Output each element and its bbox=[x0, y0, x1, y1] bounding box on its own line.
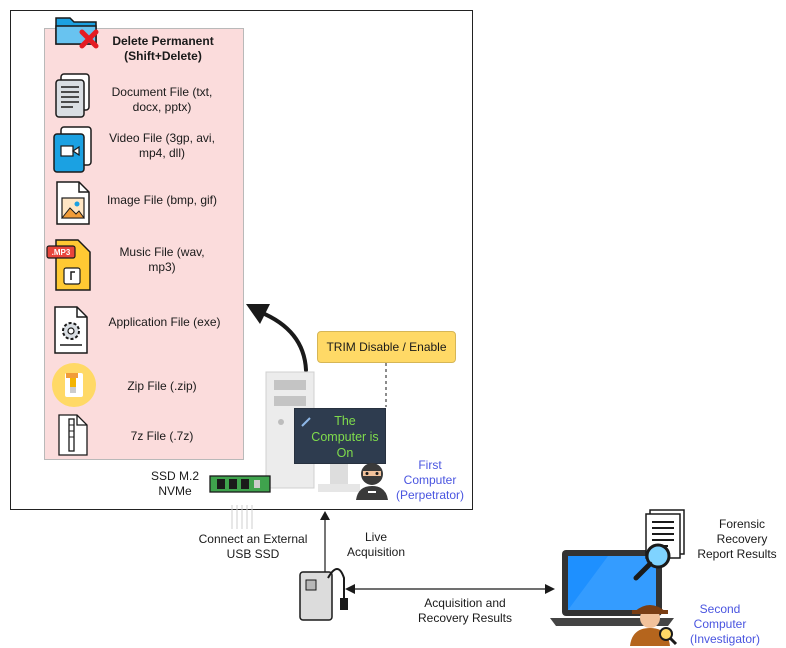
acq-label-1: Acquisition and bbox=[424, 596, 506, 610]
second-computer-label-2: Computer bbox=[693, 617, 747, 631]
7z-file-label-1: 7z File (.7z) bbox=[130, 429, 194, 443]
ssd-nvme-icon bbox=[209, 475, 271, 493]
application-file-label-1: Application File (exe) bbox=[108, 315, 221, 329]
trim-toggle-box[interactable]: TRIM Disable / Enable bbox=[317, 331, 456, 363]
laptop-icon bbox=[550, 550, 674, 626]
mp3-badge: .MP3 bbox=[52, 248, 71, 257]
live-label-2: Acquisition bbox=[346, 545, 406, 559]
live-label-1: Live bbox=[364, 530, 387, 544]
document-file-icon bbox=[55, 73, 90, 118]
video-file-label-1: Video File (3gp, avi, bbox=[109, 131, 215, 145]
investigator-icon bbox=[630, 605, 678, 646]
bidirectional-arrow bbox=[345, 584, 555, 594]
second-computer-label-1: Second bbox=[699, 602, 741, 616]
video-file-icon bbox=[53, 126, 92, 173]
trim-connector-line bbox=[385, 363, 387, 407]
curved-arrow-icon bbox=[246, 304, 308, 372]
music-file-icon: .MP3 bbox=[46, 239, 91, 291]
second-computer-label-3: (Investigator) bbox=[689, 632, 761, 646]
application-file-icon bbox=[54, 306, 88, 354]
music-file-label-2: mp3) bbox=[148, 260, 176, 274]
video-file-label-2: mp4, dll) bbox=[138, 146, 185, 160]
usb-label-1: Connect an External bbox=[198, 532, 308, 546]
report-label-3: Report Results bbox=[697, 547, 777, 561]
monitor-stand-icon bbox=[318, 464, 360, 492]
first-computer-label-3: (Perpetrator) bbox=[395, 488, 465, 502]
usb-label-2: USB SSD bbox=[226, 547, 280, 561]
delete-subtitle: (Shift+Delete) bbox=[124, 49, 202, 63]
first-computer-label-1: First bbox=[418, 458, 442, 472]
zip-file-label-1: Zip File (.zip) bbox=[127, 379, 197, 393]
7z-file-icon bbox=[58, 414, 88, 456]
external-usb-ssd-icon bbox=[299, 568, 348, 621]
document-file-label-1: Document File (txt, bbox=[111, 85, 213, 99]
forensic-report-icon bbox=[633, 509, 685, 581]
delete-title: Delete Permanent bbox=[112, 34, 214, 48]
screen-line-2: Computer is bbox=[311, 430, 379, 444]
ssd-label-1: SSD M.2 bbox=[150, 469, 199, 483]
screen-line-1: The bbox=[334, 414, 356, 428]
first-computer-label-2: Computer bbox=[403, 473, 457, 487]
live-acquisition-arrow bbox=[320, 511, 330, 574]
music-file-label-1: Music File (wav, bbox=[119, 245, 205, 259]
screen-slash-icon bbox=[301, 417, 311, 427]
report-label-2: Recovery bbox=[716, 532, 768, 546]
screen-line-3: On bbox=[336, 446, 354, 460]
zip-file-icon bbox=[52, 363, 96, 407]
image-file-label-1: Image File (bmp, gif) bbox=[106, 193, 218, 207]
report-label-1: Forensic bbox=[718, 517, 765, 531]
ssd-label-2: NVMe bbox=[158, 484, 192, 498]
acq-label-2: Recovery Results bbox=[417, 611, 513, 625]
document-file-label-2: docx, pptx) bbox=[132, 100, 192, 114]
ssd-connector-lines bbox=[231, 505, 253, 529]
perpetrator-icon bbox=[356, 463, 388, 500]
image-file-icon bbox=[56, 181, 90, 225]
folder-delete-icon bbox=[55, 17, 99, 49]
